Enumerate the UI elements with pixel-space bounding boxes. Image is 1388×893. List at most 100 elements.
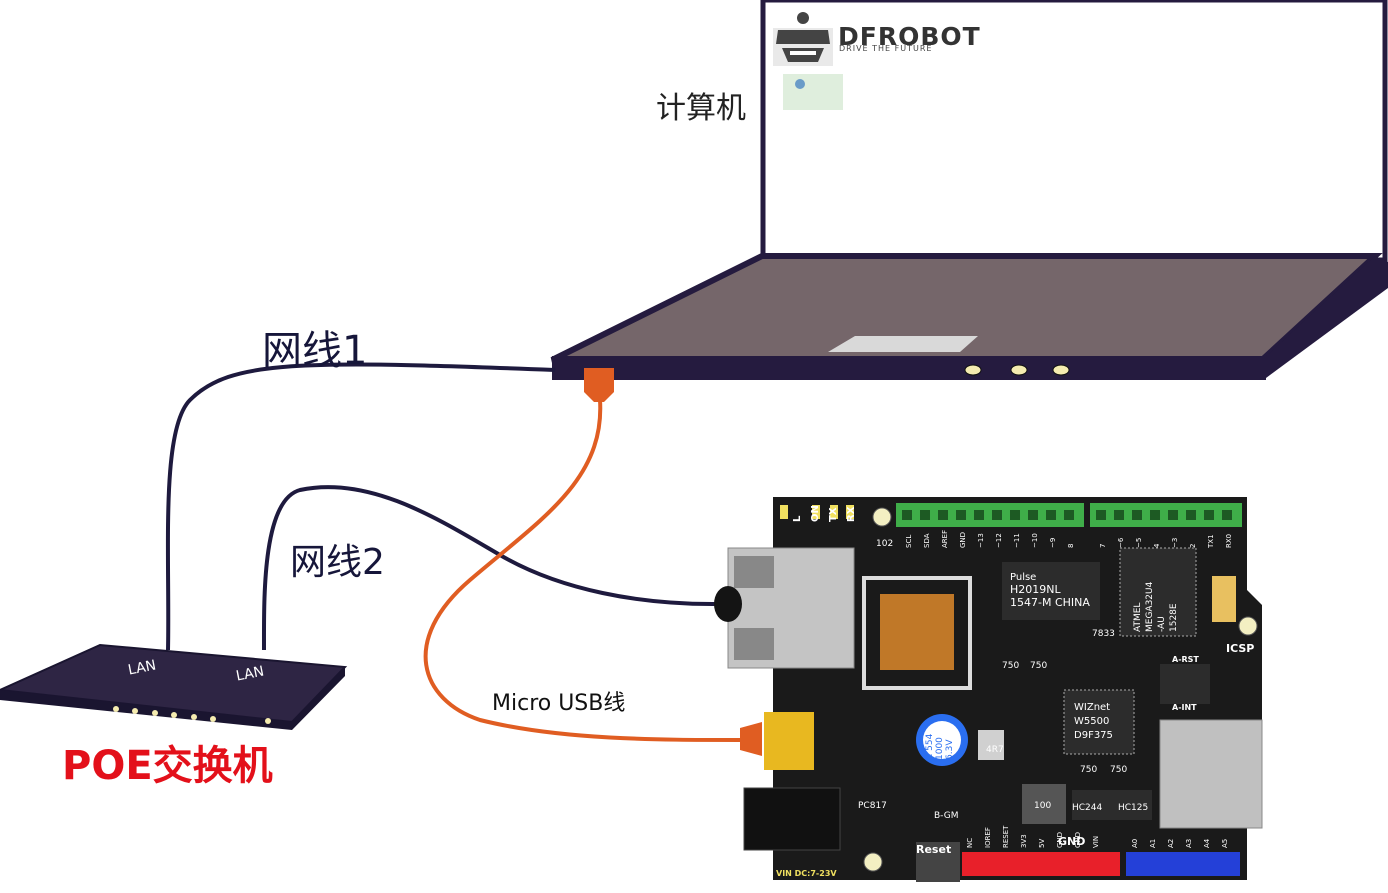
component-label: 100 [1034,801,1051,811]
laptop-led [964,364,982,376]
capacitor-label: C 554 [925,733,935,760]
touchpad [828,336,978,352]
header-pin-label: NC [966,838,974,848]
dc-jack [743,787,841,851]
capacitor-label: 6.3V [945,739,955,760]
chip-label: Pulse [1010,572,1036,583]
chip-label: 1528E [1169,603,1179,632]
header-pin-label: ~12 [995,533,1003,548]
header-pin-label: VIN [1092,836,1100,848]
switch-led [171,712,177,718]
header-pin-label: ~5 [1135,538,1143,548]
header-pin-label: GND [1074,832,1082,848]
usb-plug-laptop [584,368,614,402]
header-pin-label: RESET [1002,825,1010,848]
header-analog [1126,852,1240,876]
switch-led [132,708,138,714]
laptop-led [1052,364,1070,376]
chip-label: W5500 [1074,716,1109,727]
poe-switch-label: POE交换机 [62,743,273,789]
cable-1 [165,362,556,651]
header-pin-label: RX0 [1225,534,1233,548]
chip-label: WIZnet [1074,702,1110,713]
header-pin-label: GND [1056,832,1064,848]
header-pin-label: 2 [1189,544,1197,548]
switch-led [210,716,216,722]
micro-usb-connector [764,712,814,770]
led-label: RX [846,506,857,522]
header-pin-label: A0 [1131,839,1139,848]
w5500-board [714,497,1263,882]
component-label: 750 [1030,661,1047,671]
component-label: 750 [1080,765,1097,775]
component-label: 750 [1110,765,1127,775]
led-label: L [792,515,803,522]
switch-led [113,706,119,712]
header-pin-label: 7 [1099,544,1107,548]
reset-button [916,842,960,882]
component-label: 102 [876,539,893,549]
capacitor-label: 1000 [935,737,945,760]
header-pin-label: 3V3 [1020,834,1028,848]
header-pin-label: TX1 [1207,534,1215,549]
cable-2-label: 网线2 [290,542,385,583]
cable-1-label: 网线1 [262,328,368,374]
chip-label: HC125 [1118,803,1148,813]
chip-label: -AU [1157,616,1167,632]
jumper-label: A-INT [1172,703,1197,712]
desktop-icon-glyph [795,79,805,89]
header-pin-label: A1 [1149,839,1157,848]
brand-name: DFROBOT [838,22,981,51]
sd-card-slot [1159,719,1263,829]
chip-label: PC817 [858,801,887,811]
computer-label: 计算机 [656,91,746,126]
header-pin-label: ~6 [1117,537,1125,548]
component-label: 750 [1002,661,1019,671]
header-pin-label: A5 [1221,839,1229,848]
header-pin-label: SCL [905,535,913,548]
chip-label: 1547-M CHINA [1010,596,1090,609]
header-pin-label: ~9 [1049,538,1057,548]
laptop [550,0,1388,380]
jumper-label: A-RST [1172,655,1199,664]
poe-switch [0,643,348,730]
reset-label: Reset [916,843,951,856]
laptop-right-edge [1262,256,1388,378]
usb-cable [423,399,741,742]
header-pin-label: A2 [1167,839,1175,848]
header-pin-label: ~13 [977,533,985,548]
chip-label: ATMEL [1133,603,1143,632]
chip-label: B-GM [934,811,959,821]
header-pin-label: A4 [1203,838,1211,848]
header-pin-label: 4 [1153,543,1161,548]
chip-label: D9F375 [1074,730,1113,741]
chip-label: MEGA32U4 [1145,581,1155,632]
switch-led [191,714,197,720]
desktop-icon [783,74,843,110]
header-pin-label: ~3 [1171,538,1179,548]
switch-led [152,710,158,716]
header-pin-label: AREF [941,530,949,548]
header-pin-label: SDA [923,533,931,548]
brand-tagline: DRIVE THE FUTURE [839,44,933,53]
component-label: 4R7 [986,745,1004,755]
header-top-right [1090,503,1242,527]
header-pin-label: ~11 [1013,533,1021,548]
vin-label: VIN DC:7-23V [776,869,837,878]
w5500-chip [1063,689,1135,755]
header-pin-label: A3 [1185,839,1193,848]
header-power [962,852,1120,876]
chip-label: HC244 [1072,803,1103,813]
gnd-label: GND [1058,835,1085,848]
chip-label: 7833 [1092,629,1115,639]
header-pin-label: GND [959,532,967,548]
usb-plug-board [740,722,762,756]
led-label: TX [828,507,839,522]
ethernet-plug [714,586,742,622]
header-pin-label: 5V [1038,839,1046,848]
led-label: ON [810,505,821,522]
icsp-label: ICSP [1226,642,1254,655]
header-pin-label: IOREF [984,827,992,848]
